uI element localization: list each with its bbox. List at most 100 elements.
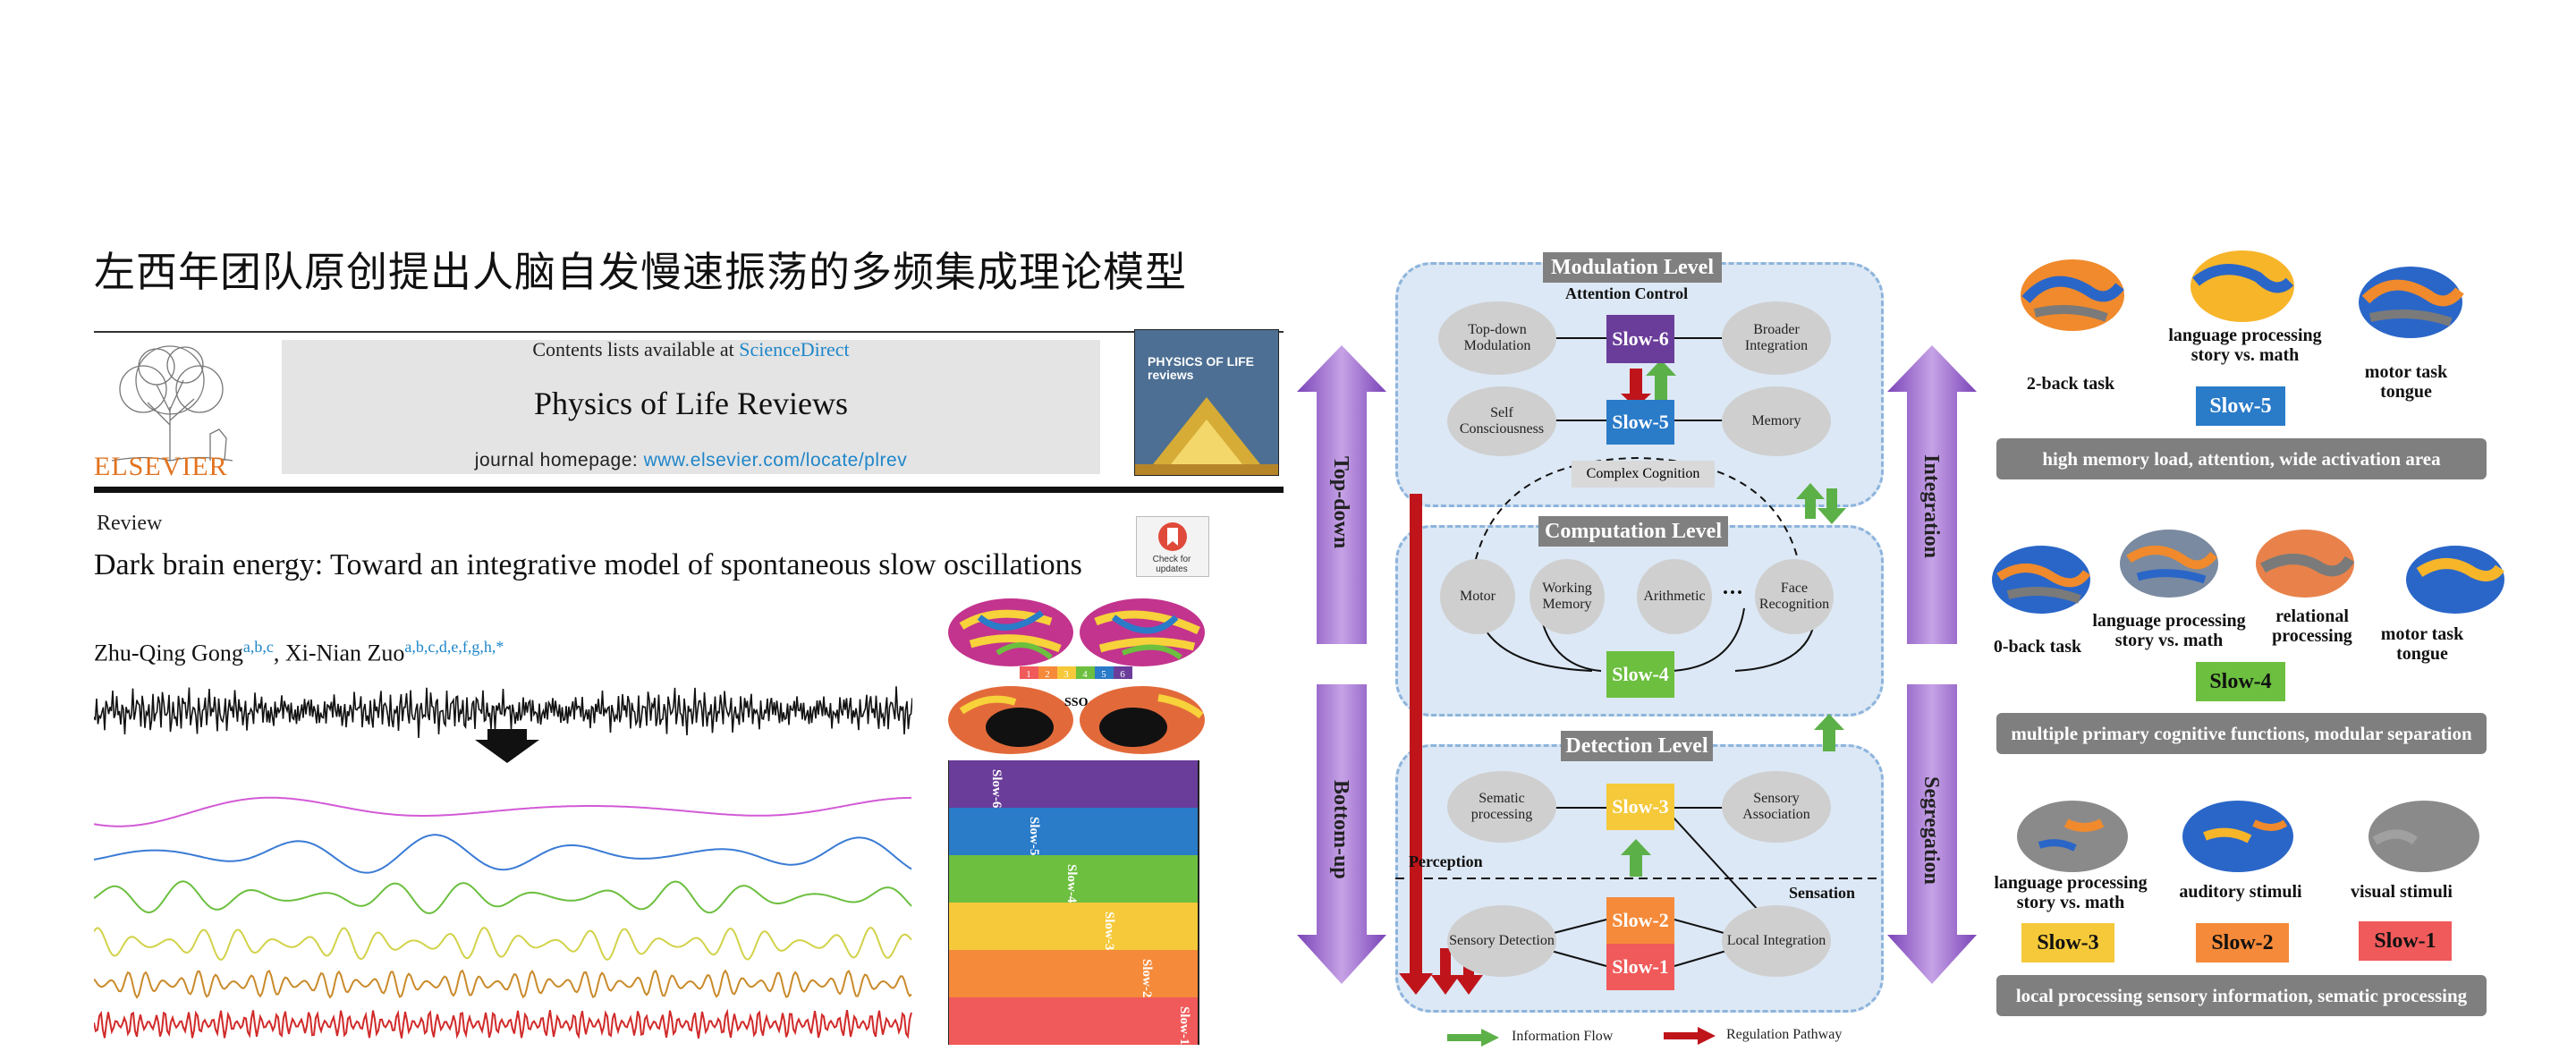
ellipsis-label: ··· bbox=[1722, 581, 1744, 605]
band-label: Slow-4 bbox=[1064, 864, 1079, 903]
row2-summary: multiple primary cognitive functions, mo… bbox=[1996, 713, 2487, 754]
cover-art bbox=[1135, 330, 1278, 475]
author-name: Zhu-Qing Gong bbox=[94, 640, 243, 666]
contents-line: Contents lists available at ScienceDirec… bbox=[282, 338, 1100, 361]
band-rect bbox=[948, 760, 1199, 808]
brain-lateral-left bbox=[948, 598, 1073, 666]
row1-summary: high memory load, attention, wide activa… bbox=[1996, 438, 2487, 479]
elsevier-tree-logo bbox=[111, 345, 233, 462]
homepage-link[interactable]: www.elsevier.com/locate/plrev bbox=[643, 450, 908, 471]
row3-slow-2: Slow-2 bbox=[2196, 923, 2289, 962]
slow-2-box: Slow-2 bbox=[1606, 897, 1674, 944]
signal-trace bbox=[94, 686, 912, 739]
row1-brain-maps bbox=[2021, 250, 2464, 338]
author-separator: , bbox=[273, 640, 285, 666]
scale-swatch bbox=[1020, 666, 1038, 679]
homepage-prefix: journal homepage: bbox=[474, 450, 639, 471]
legend-regulation: Regulation Pathway bbox=[1726, 1027, 1843, 1042]
article-type: Review bbox=[97, 512, 163, 535]
band-label: Slow-1 bbox=[1177, 1006, 1191, 1045]
down-arrow-icon bbox=[475, 729, 539, 763]
node-broader-integration: Broader Integration bbox=[1722, 301, 1831, 375]
bottomup-label: Bottom-up bbox=[1329, 780, 1352, 879]
band-label: Slow-6 bbox=[989, 769, 1004, 809]
brain-language-3 bbox=[2017, 801, 2128, 872]
segregation-arrow bbox=[1887, 684, 1977, 984]
journal-banner bbox=[282, 340, 1100, 474]
bottomup-arrow bbox=[1297, 684, 1386, 984]
segregation-label: Segregation bbox=[1919, 776, 1943, 885]
scale-number: 5 bbox=[1101, 669, 1106, 680]
author-affiliation: a,b,c,d,e,f,g,h,* bbox=[404, 638, 504, 656]
task-relational: relational processing bbox=[2272, 606, 2352, 646]
signal-trace bbox=[94, 880, 912, 914]
diagram-arrows bbox=[1297, 345, 1977, 984]
oscillation-signals bbox=[94, 686, 912, 1039]
topdown-label: Top-down bbox=[1329, 456, 1352, 549]
article-title: Dark brain energy: Toward an integrative… bbox=[94, 548, 1082, 581]
slow-3-box: Slow-3 bbox=[1606, 784, 1674, 830]
sso-label: SSO bbox=[1064, 696, 1089, 709]
header-rule bbox=[94, 331, 1284, 333]
scale-number: 2 bbox=[1045, 669, 1050, 680]
band-label: Slow-5 bbox=[1027, 817, 1041, 855]
computation-level-title: Computation Level bbox=[1538, 516, 1728, 547]
author-affiliation: a,b,c bbox=[242, 638, 274, 656]
headline: 左西年团队原创提出人脑自发慢速振荡的多频集成理论模型 bbox=[94, 248, 1187, 296]
row3-slow-3: Slow-3 bbox=[2021, 923, 2114, 962]
task-language-processing-2: language processing story vs. math bbox=[2092, 611, 2246, 650]
node-memory: Memory bbox=[1722, 386, 1831, 456]
signal-trace bbox=[94, 796, 911, 827]
slow-5-box: Slow-5 bbox=[1606, 400, 1674, 445]
node-sensory-detection: Sensory Detection bbox=[1447, 905, 1556, 977]
author-line: Zhu-Qing Gonga,b,c, Xi-Nian Zuoa,b,c,d,e… bbox=[94, 638, 504, 667]
scale-swatch bbox=[1095, 666, 1114, 679]
node-working-memory: Working Memory bbox=[1530, 559, 1605, 634]
band-rect bbox=[948, 808, 1199, 855]
slow-1-box: Slow-1 bbox=[1606, 944, 1674, 990]
homepage-line: journal homepage: www.elsevier.com/locat… bbox=[282, 450, 1100, 471]
scale-swatch bbox=[1038, 666, 1057, 679]
slow-4-box: Slow-4 bbox=[1606, 651, 1674, 698]
legend-info-flow: Information Flow bbox=[1512, 1029, 1614, 1044]
row3-summary: local processing sensory information, se… bbox=[1996, 975, 2487, 1016]
check-updates-badge[interactable] bbox=[1136, 516, 1209, 577]
brain-visual bbox=[2368, 801, 2479, 872]
row1-slow-5: Slow-5 bbox=[2196, 386, 2285, 426]
perception-label: Perception bbox=[1409, 852, 1483, 870]
task-motor: motor task tongue bbox=[2364, 362, 2448, 402]
node-top-down-modulation: Top-down Modulation bbox=[1438, 301, 1556, 375]
sensation-label: Sensation bbox=[1789, 884, 1856, 902]
row2-slow-4: Slow-4 bbox=[2196, 662, 2285, 701]
complex-cognition-label: Complex Cognition bbox=[1572, 461, 1715, 488]
modulation-level-title: Modulation Level bbox=[1543, 252, 1722, 283]
scale-swatch bbox=[1114, 666, 1132, 679]
header-rule-thick bbox=[94, 487, 1284, 493]
band-label: Slow-2 bbox=[1140, 959, 1154, 997]
task-2back: 2-back task bbox=[2026, 374, 2115, 394]
contents-prefix: Contents lists available at bbox=[532, 338, 734, 360]
task-language-processing: language processing story vs. math bbox=[2168, 326, 2322, 365]
check-updates-label: Check for updates bbox=[1152, 555, 1191, 574]
regulation-arrow-icon bbox=[1664, 1027, 1716, 1045]
author-name: Xi-Nian Zuo bbox=[284, 640, 405, 666]
task-language-processing-3: language processing story vs. math bbox=[1994, 873, 2148, 912]
node-arithmetic: Arithmetic bbox=[1637, 559, 1712, 634]
integration-arrow bbox=[1887, 345, 1977, 644]
publisher-wordmark: ELSEVIER bbox=[94, 452, 228, 481]
scale-swatch bbox=[1076, 666, 1095, 679]
signal-trace bbox=[94, 1008, 912, 1039]
node-self-consciousness: Self Consciousness bbox=[1447, 386, 1556, 456]
scale-swatch bbox=[1057, 666, 1076, 679]
scale-number: 3 bbox=[1063, 669, 1069, 680]
band-rect bbox=[948, 903, 1199, 950]
sciencedirect-link[interactable]: ScienceDirect bbox=[739, 338, 850, 360]
row3-slow-1: Slow-1 bbox=[2359, 921, 2452, 961]
task-0back: 0-back task bbox=[1993, 637, 2082, 657]
band-label: Slow-3 bbox=[1102, 912, 1116, 950]
row3-brain-maps bbox=[2017, 801, 2479, 872]
integration-label: Integration bbox=[1919, 454, 1943, 558]
slow-6-box: Slow-6 bbox=[1606, 315, 1674, 363]
node-motor: Motor bbox=[1440, 559, 1515, 634]
